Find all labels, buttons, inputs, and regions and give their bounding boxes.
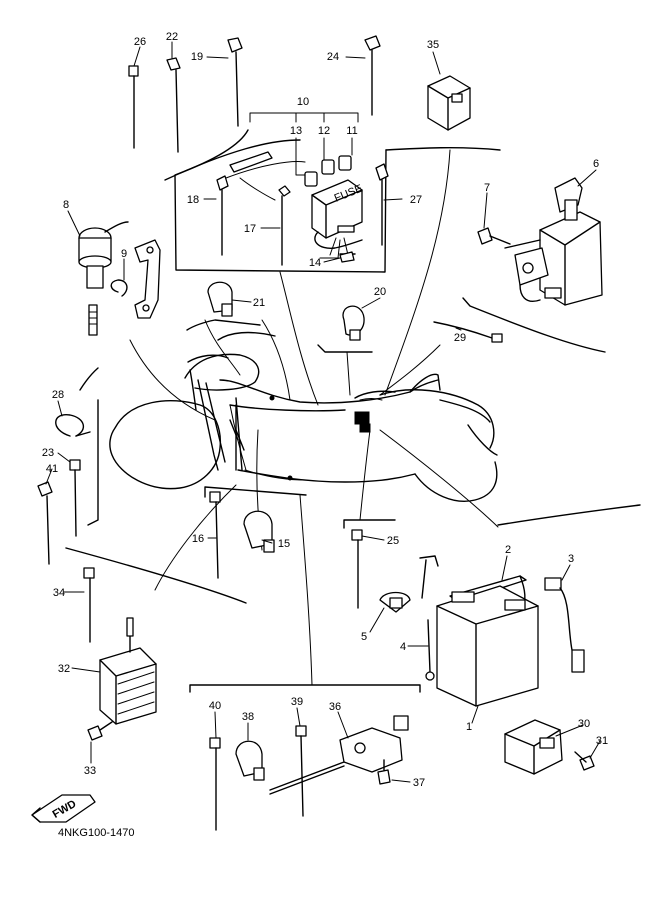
callout-25: 25 (387, 535, 399, 547)
callout-26: 26 (134, 36, 146, 48)
motorcycle-outline (109, 331, 498, 502)
part-36-sensor (269, 715, 409, 795)
callout-36: 36 (329, 701, 341, 713)
callout-4: 4 (400, 641, 406, 653)
part-35-relay (427, 75, 471, 131)
callout-1: 1 (466, 721, 472, 733)
callout-2: 2 (505, 544, 511, 556)
callout-30: 30 (578, 718, 590, 730)
part-19-band (227, 37, 243, 127)
part-41-cable-tie (37, 481, 53, 565)
callout-5: 5 (361, 631, 367, 643)
callout-33: 33 (84, 765, 96, 777)
callout-8: 8 (63, 199, 69, 211)
callout-12: 12 (318, 125, 330, 137)
part-9-bracket (110, 239, 161, 319)
part-29-cable-tie (433, 321, 503, 343)
part-23-band (69, 459, 81, 537)
part-34-band (83, 567, 95, 643)
callout-39: 39 (291, 696, 303, 708)
part-32-rectifier (99, 617, 157, 725)
callout-9: 9 (121, 248, 127, 260)
callout-40: 40 (209, 700, 221, 712)
callout-11: 11 (346, 125, 357, 137)
part-30-relay (504, 719, 563, 775)
part-40-cable-tie (209, 737, 221, 831)
part-16-band (209, 491, 221, 579)
fwd-arrow-icon: FWD (31, 794, 96, 823)
part-28-clamp (55, 414, 91, 437)
callout-20: 20 (374, 286, 386, 298)
callout-23: 23 (42, 447, 54, 459)
part-37-bolt (377, 759, 391, 785)
callout-3: 3 (568, 553, 574, 565)
part-22-cable-tie (166, 57, 181, 153)
part-24-band (364, 35, 381, 116)
fuse-box-group: FUSE (216, 112, 389, 266)
section-boundaries (65, 129, 641, 693)
callout-28: 28 (52, 389, 64, 401)
callout-24: 24 (327, 51, 339, 63)
callout-35: 35 (427, 39, 439, 51)
callout-32: 32 (58, 663, 70, 675)
callout-leaders (45, 41, 601, 783)
callout-13: 13 (290, 125, 302, 137)
part-25-band (351, 529, 363, 609)
callout-22: 22 (166, 31, 178, 43)
callout-14: 14 (309, 257, 321, 269)
callout-15: 15 (278, 538, 290, 550)
callout-31: 31 (596, 735, 608, 747)
part-6-main-switch (504, 177, 603, 306)
part-1-battery (436, 585, 539, 707)
callout-29: 29 (454, 332, 466, 344)
callout-37: 37 (413, 777, 425, 789)
callout-19: 19 (191, 51, 203, 63)
callout-17: 17 (244, 223, 256, 235)
part-26-cable-tie (128, 65, 139, 149)
callout-labels: 26 22 19 24 35 10 13 12 11 6 7 8 9 18 17… (42, 31, 608, 789)
part-15-clamp (243, 510, 275, 553)
part-3-lead (544, 577, 585, 673)
callout-6: 6 (593, 158, 599, 170)
part-38-clamp (235, 740, 265, 781)
part-33-bolt (87, 721, 113, 741)
part-7-bolt (477, 227, 511, 245)
callout-21: 21 (253, 297, 265, 309)
callout-41: 41 (46, 463, 58, 475)
callout-38: 38 (242, 711, 254, 723)
callout-27: 27 (410, 194, 422, 206)
callout-34: 34 (53, 587, 65, 599)
part-5-clamp (379, 591, 411, 613)
part-31-bolt (574, 751, 595, 771)
figure-code: 4NKG100-1470 (58, 827, 134, 839)
part-39-band (295, 725, 307, 817)
part-21-clamp (207, 281, 233, 317)
part-20-clamp (342, 305, 365, 341)
callout-10: 10 (297, 96, 309, 108)
callout-18: 18 (187, 194, 199, 206)
callout-7: 7 (484, 182, 490, 194)
part-4-lead (419, 555, 439, 681)
part-8-switch (78, 221, 129, 336)
callout-16: 16 (192, 533, 204, 545)
